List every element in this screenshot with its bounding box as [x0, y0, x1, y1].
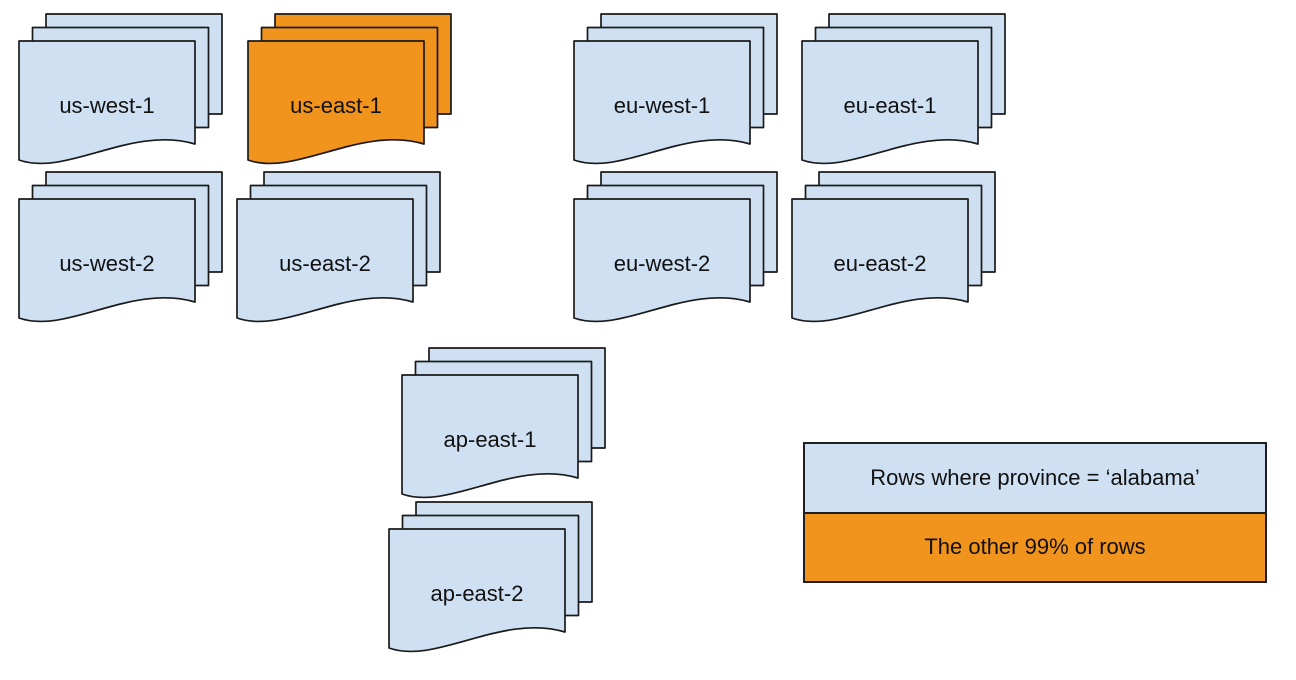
legend-label-other-rows: The other 99% of rows	[924, 534, 1146, 560]
region-label: eu-east-1	[844, 93, 937, 118]
front-document-shape	[801, 40, 979, 165]
region-label: ap-east-1	[444, 427, 537, 452]
region-stack-us-west-2: us-west-2	[18, 171, 224, 329]
front-document-shape	[791, 198, 969, 323]
region-label: eu-west-2	[614, 251, 711, 276]
front-document-shape	[401, 374, 579, 499]
region-stack-us-east-1: us-east-1	[247, 13, 453, 171]
region-stack-eu-east-1: eu-east-1	[801, 13, 1007, 171]
document-stack-icon: ap-east-1	[401, 347, 606, 499]
region-stack-ap-east-2: ap-east-2	[388, 501, 594, 659]
front-document-shape	[247, 40, 425, 165]
region-stack-eu-west-2: eu-west-2	[573, 171, 779, 329]
legend-item-other-rows: The other 99% of rows	[805, 511, 1265, 581]
document-stack-icon: us-west-2	[18, 171, 223, 323]
front-document-shape	[236, 198, 414, 323]
region-stack-ap-east-1: ap-east-1	[401, 347, 607, 505]
document-stack-icon: eu-east-2	[791, 171, 996, 323]
document-stack-icon: eu-west-1	[573, 13, 778, 165]
legend-item-alabama-rows: Rows where province = ‘alabama’	[805, 444, 1265, 512]
region-label: us-west-2	[59, 251, 154, 276]
region-label: us-east-1	[290, 93, 382, 118]
document-stack-icon: us-east-2	[236, 171, 441, 323]
region-stack-eu-east-2: eu-east-2	[791, 171, 997, 329]
document-stack-icon: us-east-1	[247, 13, 452, 165]
region-stack-eu-west-1: eu-west-1	[573, 13, 779, 171]
front-document-shape	[18, 198, 196, 323]
legend: Rows where province = ‘alabama’ The othe…	[803, 442, 1267, 583]
document-stack-icon: us-west-1	[18, 13, 223, 165]
document-stack-icon: eu-west-2	[573, 171, 778, 323]
front-document-shape	[18, 40, 196, 165]
region-stack-us-west-1: us-west-1	[18, 13, 224, 171]
document-stack-icon: eu-east-1	[801, 13, 1006, 165]
legend-label-alabama-rows: Rows where province = ‘alabama’	[870, 464, 1200, 490]
region-stack-us-east-2: us-east-2	[236, 171, 442, 329]
front-document-shape	[573, 198, 751, 323]
document-stack-icon: ap-east-2	[388, 501, 593, 653]
front-document-shape	[388, 528, 566, 653]
region-label: eu-west-1	[614, 93, 711, 118]
region-label: us-west-1	[59, 93, 154, 118]
region-label: eu-east-2	[834, 251, 927, 276]
region-label: ap-east-2	[431, 581, 524, 606]
region-label: us-east-2	[279, 251, 371, 276]
front-document-shape	[573, 40, 751, 165]
